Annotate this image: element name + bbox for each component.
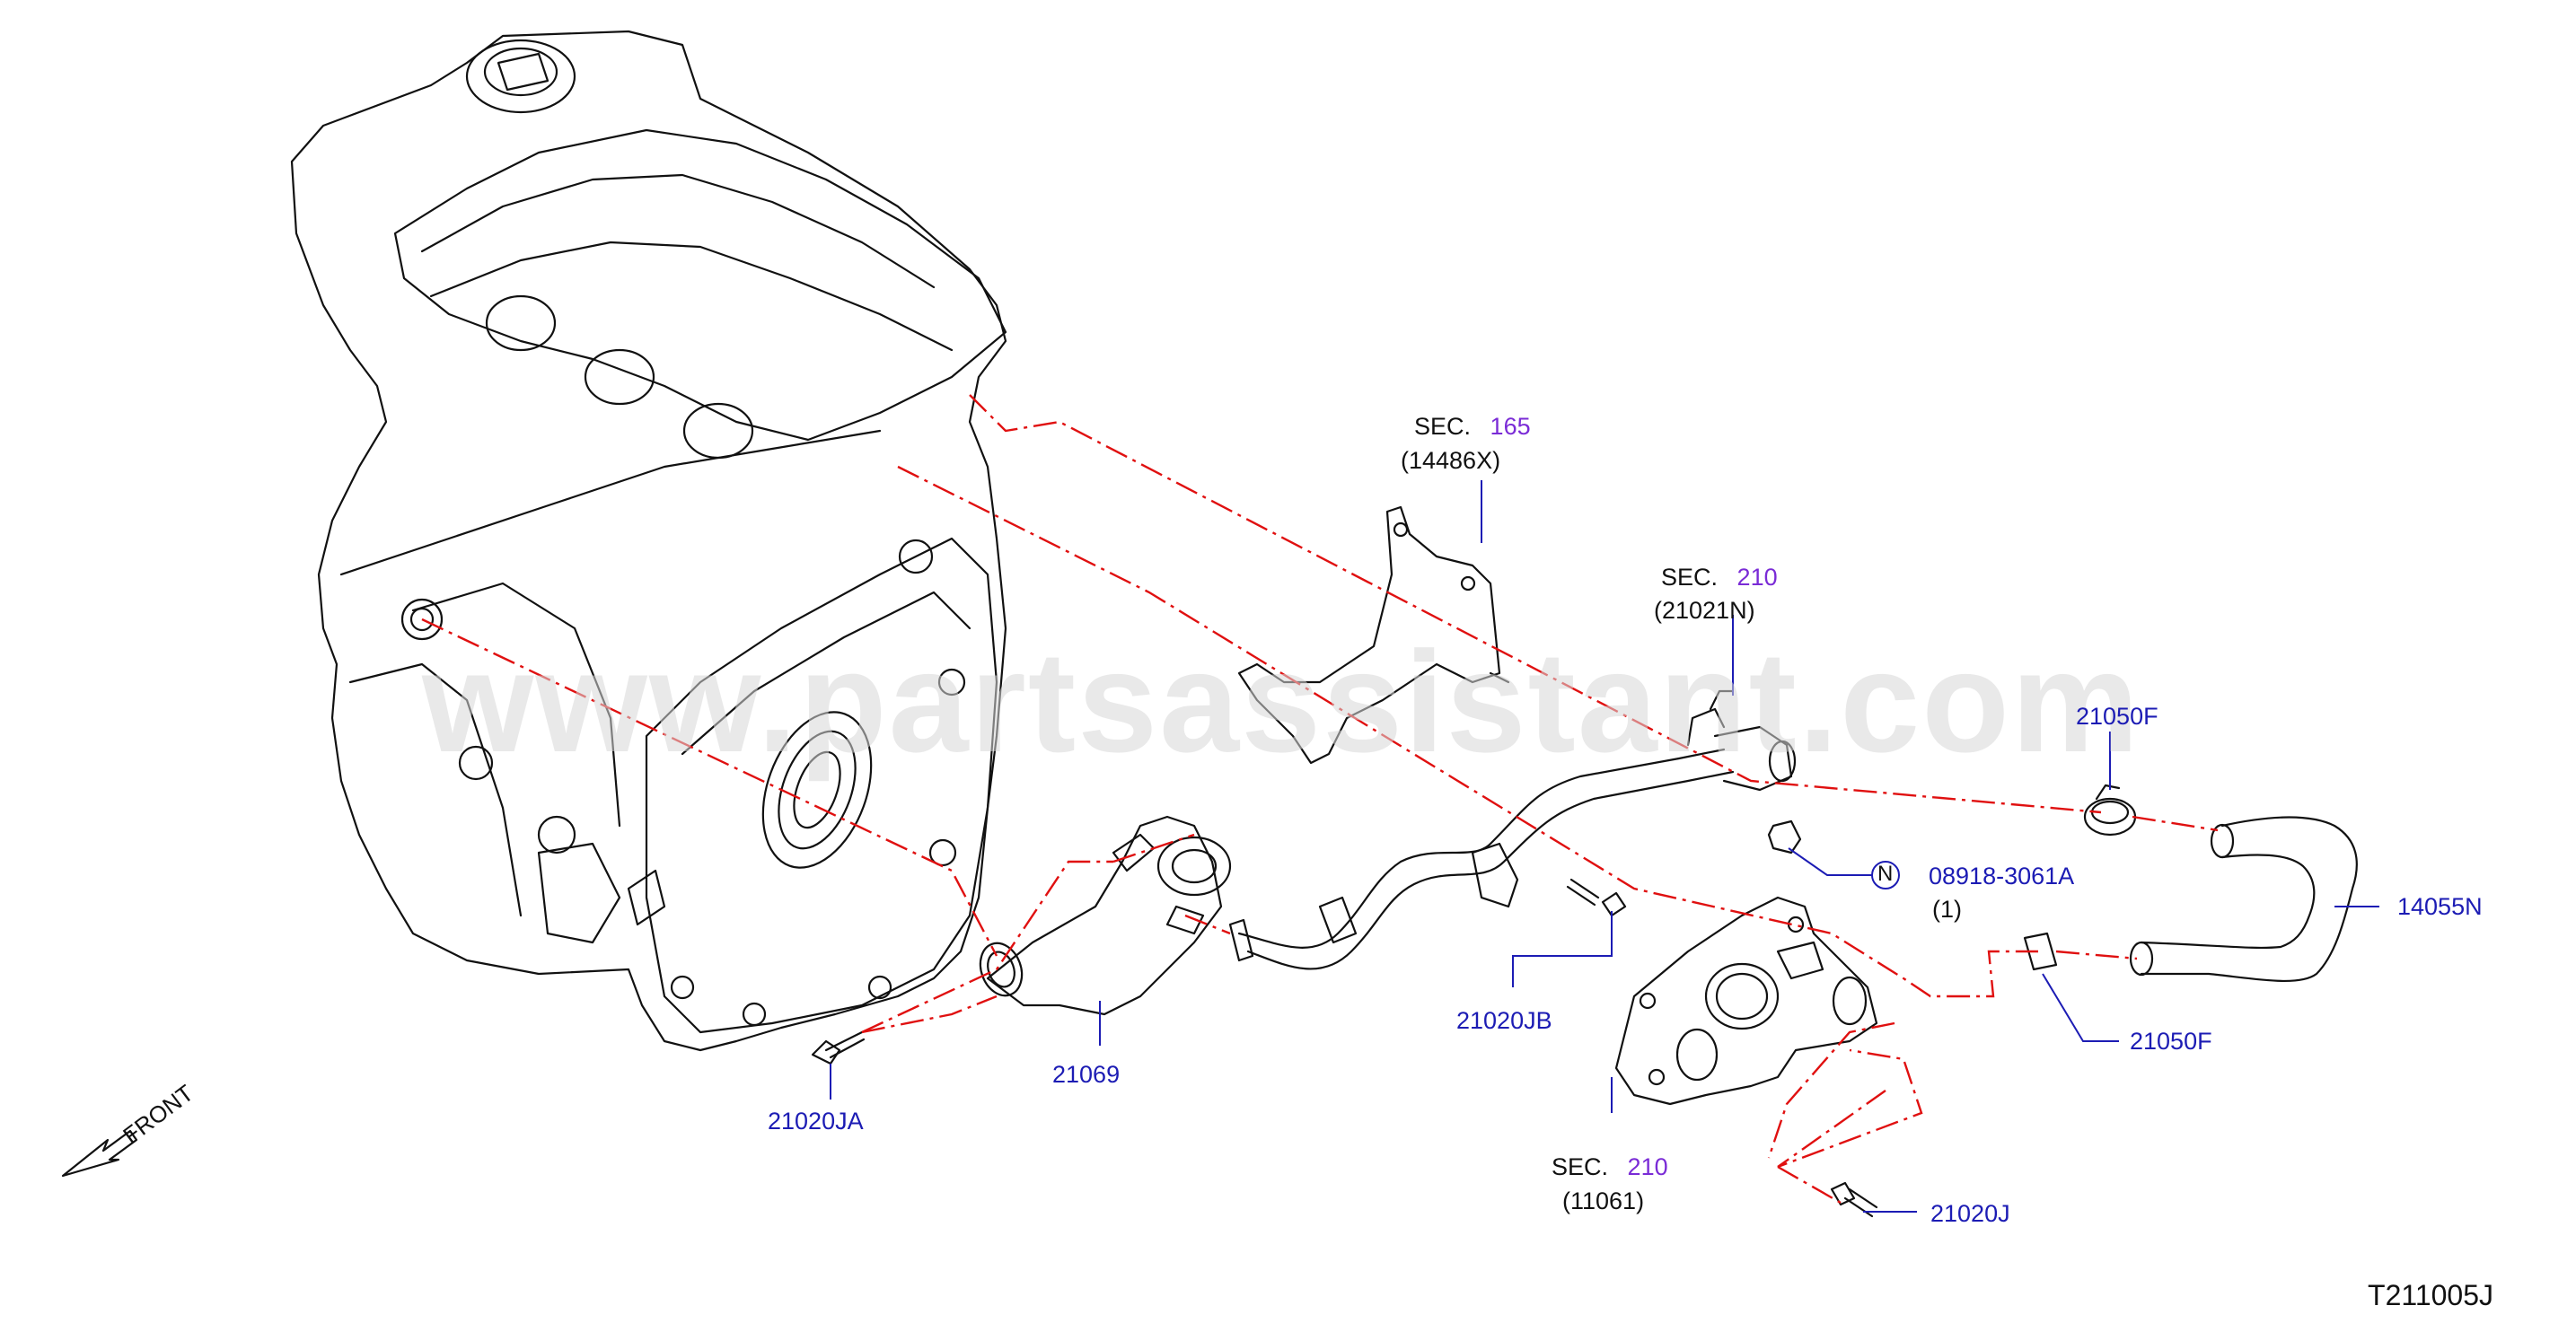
bolt-21020J	[1830, 1181, 1878, 1218]
sec210-top-number[interactable]: 210	[1736, 564, 1778, 591]
label-21020JB: 21020JB	[1456, 1007, 1552, 1034]
bolt-21020JA	[811, 1030, 866, 1065]
sec210-top-prefix: SEC.	[1661, 564, 1719, 591]
sec210-top-ref: SEC. 210	[1661, 565, 1778, 590]
sec210-bottom-number[interactable]: 210	[1627, 1153, 1668, 1180]
diagram-code: T211005J	[2368, 1279, 2493, 1311]
bracket-14486X	[1237, 505, 1510, 765]
sec210-bottom-ref: SEC. 210	[1552, 1155, 1668, 1179]
nut-symbol: N	[1877, 862, 1894, 886]
watermark: www.partsassistant.com	[422, 621, 2141, 782]
label-08918-qty: (1)	[1932, 896, 1962, 923]
water-outlet-11061	[1614, 896, 1878, 1106]
clamp-21050F-top	[2083, 784, 2137, 837]
bolt-21020JB	[1566, 878, 1627, 917]
label-21069: 21069	[1052, 1061, 1121, 1088]
sec165-part: (14486X)	[1401, 447, 1501, 474]
clamp-21050F-bottom	[2023, 932, 2058, 971]
sec210-top-part: (21021N)	[1654, 597, 1755, 624]
sec165-number[interactable]: 165	[1490, 413, 1531, 440]
sec165-prefix: SEC.	[1414, 413, 1472, 440]
label-21050F-bottom: 21050F	[2130, 1028, 2212, 1055]
label-14055N: 14055N	[2397, 893, 2483, 920]
label-21020J: 21020J	[1930, 1200, 2010, 1227]
hose-14055N	[2129, 816, 2358, 982]
nut-08918	[1767, 819, 1802, 854]
label-08918: 08918-3061A	[1929, 863, 2075, 889]
front-arrow-icon	[61, 1129, 138, 1178]
water-pipe-21021N	[1228, 689, 1797, 970]
sec210-bottom-part: (11061)	[1562, 1187, 1645, 1214]
thermostat-housing-21069	[979, 815, 1232, 1016]
label-21050F-top: 21050F	[2076, 703, 2158, 730]
sec210-bottom-prefix: SEC.	[1552, 1153, 1609, 1180]
sec165-ref: SEC. 165	[1414, 415, 1531, 439]
label-21020JA: 21020JA	[768, 1108, 864, 1135]
engine-assembly	[290, 30, 1007, 1052]
callout-leaders	[830, 480, 2379, 1213]
assembly-leader-lines	[421, 394, 2219, 1205]
